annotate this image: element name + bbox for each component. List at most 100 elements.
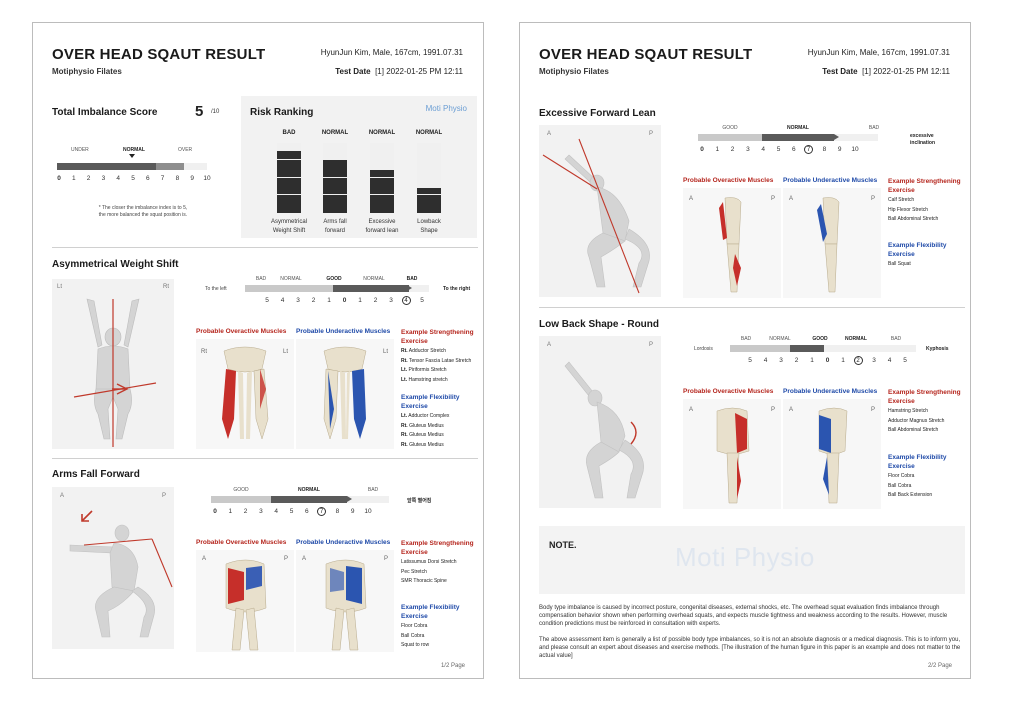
exercise-item: SMR Thoracic Spine: [401, 578, 447, 585]
asym-body-figure-icon: [73, 298, 157, 447]
scale-right-label: 앞쪽 떨어짐: [407, 498, 432, 504]
risk-bar-gridline: [417, 194, 441, 195]
risk-ranking-title: Risk Ranking: [250, 107, 314, 118]
total-cap-over: OVER: [178, 147, 193, 153]
lean-flex-list: Ball Squat: [888, 260, 968, 270]
scale-tick-label: 1: [715, 146, 720, 153]
scale-selected-value: 4: [401, 296, 411, 305]
exercise-item: Calf Stretch: [888, 197, 915, 203]
scale-tick-label: 2: [373, 297, 378, 304]
arms-figure-panel: A P: [52, 487, 174, 649]
asym-under-lt: Lt: [382, 349, 388, 355]
arms-over-p: P: [283, 556, 288, 562]
risk-bar-gridline: [277, 194, 301, 195]
risk-bar: [417, 188, 441, 213]
total-tick-label: 6: [145, 175, 150, 182]
lowback-overactive-image: A P: [683, 399, 781, 509]
arms-title: Arms Fall Forward: [52, 469, 140, 480]
total-imbalance-max: /10: [211, 109, 220, 115]
test-date-value: [1] 2022-01-25 PM 12:11: [375, 67, 463, 76]
exercise-item: Lt. Adductor Complex: [401, 412, 481, 422]
exercise-item: Ball Back Extension: [888, 492, 933, 499]
risk-bar-gridline: [277, 177, 301, 178]
risk-bar-track: [417, 143, 441, 213]
risk-category-line: forward lean: [365, 228, 399, 234]
total-note: * The closer the imbalance index is to 5…: [73, 205, 213, 219]
risk-bar-gridline: [370, 194, 394, 195]
scale-bar: [211, 496, 389, 503]
divider: [539, 307, 965, 308]
asym-figure-panel: Lt Rt: [52, 279, 174, 449]
exercise-name: Gluteus Medius: [409, 432, 444, 439]
patient-info: HyunJun Kim, Male, 167cm, 1991.07.31: [807, 48, 950, 57]
lean-strength-title-2: Exercise: [888, 187, 915, 194]
note-paragraph-2: The above assessment item is generally a…: [539, 637, 961, 660]
scale-cap: GOOD: [233, 487, 249, 493]
scale-cap: GOOD: [722, 125, 738, 131]
risk-status-label: NORMAL: [368, 130, 396, 136]
exercise-side: Lt.: [401, 413, 408, 419]
risk-bar-gridline: [370, 159, 394, 160]
lowback-flex-title-1: Example Flexibility: [888, 454, 947, 461]
exercise-item: Rt. Gluteus Medius: [401, 441, 481, 451]
lowback-under-p: P: [870, 407, 875, 413]
moti-physio-logo: Moti Physio: [425, 104, 467, 113]
risk-bar-track: [323, 143, 347, 213]
arms-strength-title-1: Example Strengthening: [401, 540, 474, 547]
total-tick-label: 10: [203, 175, 211, 182]
total-imbalance-title: Total Imbalance Score: [52, 107, 158, 118]
scale-cap: NORMAL: [845, 336, 867, 342]
risk-bar: [323, 160, 347, 213]
total-tick-label: 2: [86, 175, 91, 182]
exercise-side: Rt.: [401, 357, 408, 364]
risk-category-line: Arms fall: [323, 219, 347, 225]
test-date-label: Test Date: [335, 67, 371, 76]
total-scale-normal-seg: [156, 163, 184, 170]
underactive-abdominal-muscles-icon: [818, 407, 848, 504]
scale-cap: NORMAL: [787, 125, 809, 131]
risk-category-line: Shape: [420, 228, 438, 234]
arms-underactive-image: A P: [296, 550, 394, 652]
patient-info: HyunJun Kim, Male, 167cm, 1991.07.31: [320, 48, 463, 57]
exercise-item: Ball Abdominal Stretch: [888, 216, 939, 223]
lowback-title: Low Back Shape - Round: [539, 319, 660, 330]
exercise-item: Ball Squat: [888, 261, 911, 267]
scale-tick-label: 0: [342, 297, 347, 304]
arms-over-a: A: [202, 556, 207, 562]
scale-right-label: To the right: [443, 286, 471, 292]
risk-bar-gridline: [370, 177, 394, 178]
exercise-name: Piriformis Stretch: [408, 367, 447, 374]
scale-tick-label: 2: [730, 146, 735, 153]
lean-flex-title-1: Example Flexibility: [888, 242, 947, 249]
asym-over-lt: Lt: [282, 349, 288, 355]
asym-title: Asymmetrical Weight Shift: [52, 259, 179, 270]
lean-label-a: A: [547, 131, 552, 137]
arms-strength-title: Example Strengthening Exercise: [401, 539, 474, 557]
scale-tick-label: 10: [851, 146, 859, 153]
risk-bar-track: [370, 143, 394, 213]
risk-bar-track: [277, 143, 301, 213]
report-title: OVER HEAD SQAUT RESULT: [52, 46, 266, 63]
scale-tick-label: 1: [810, 357, 814, 364]
arms-overactive-image: A P: [196, 550, 294, 652]
lean-under-p: P: [870, 196, 875, 202]
asym-label-lt: Lt: [57, 284, 63, 290]
exercise-item: Lt. Hamstring stretch: [401, 376, 481, 386]
scale-cap: GOOD: [326, 276, 342, 282]
asym-label-rt: Rt: [163, 284, 169, 290]
arms-strength-title-2: Exercise: [401, 549, 428, 556]
exercise-item: Ball Abdominal Stretch: [888, 427, 939, 434]
moti-physio-watermark: Moti Physio: [675, 542, 815, 572]
exercise-item: Hip Flexor Stretch: [888, 206, 929, 213]
lean-flex-title: Example Flexibility Exercise: [888, 241, 947, 259]
scale-tick-label: 9: [350, 508, 355, 515]
exercise-item: Latissumus Dorsi Stretch: [401, 559, 457, 565]
total-tick-label: 8: [175, 175, 180, 182]
